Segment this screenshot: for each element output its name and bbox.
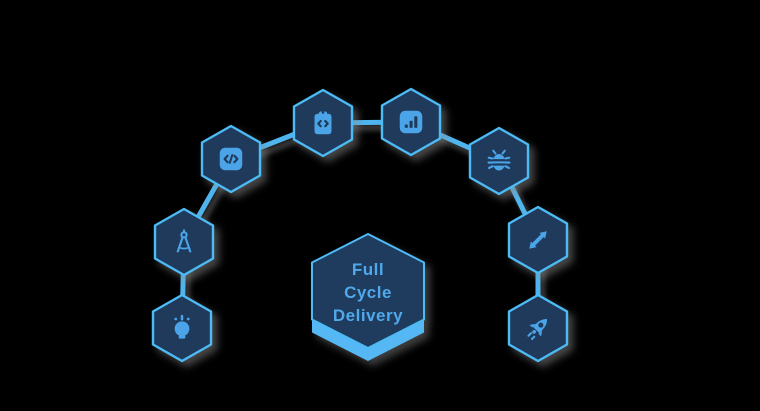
node-design [153,207,215,277]
node-testing [468,126,530,196]
node-idea [151,293,213,363]
node-analytics [380,87,442,157]
node-planning [292,88,354,158]
bug-icon [487,149,511,171]
clipboard-code-icon [314,111,332,135]
code-icon [219,147,243,171]
center-title: Full Cycle Delivery [309,258,427,327]
resize-arrows-icon [529,231,547,249]
center-hexagon [311,233,425,361]
rocket-icon [527,318,548,341]
node-development [200,124,262,194]
center-title-line: Full [351,260,385,279]
lightbulb-icon [174,314,190,339]
center-title-line: Delivery [332,306,404,325]
node-scaling [507,205,569,275]
hexagon-shape [153,207,215,277]
bar-chart-icon [399,110,423,134]
drafting-compass-icon [176,229,192,253]
node-launch [507,293,569,363]
center-title-line: Cycle [344,283,392,302]
